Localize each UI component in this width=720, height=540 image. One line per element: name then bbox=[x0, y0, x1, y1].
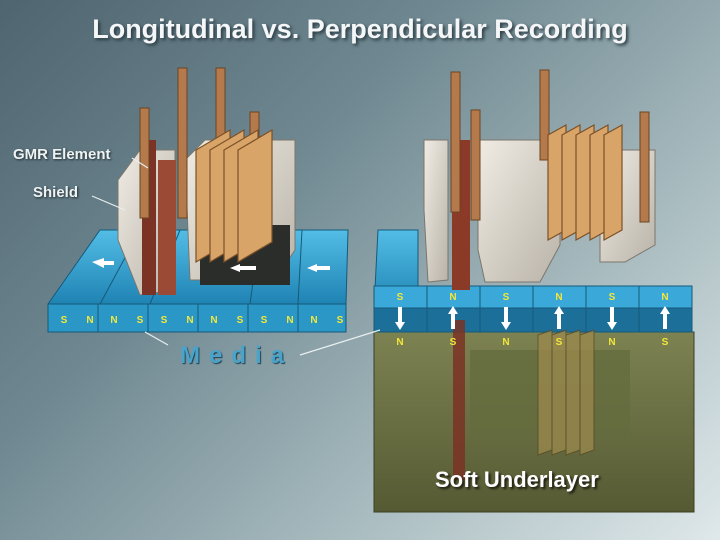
perpendicular-top-pole-0: S bbox=[397, 292, 404, 303]
shield-strip bbox=[158, 160, 176, 295]
magnetization-arrow-down bbox=[607, 307, 617, 330]
perpendicular-bottom-pole-4: N bbox=[608, 337, 615, 348]
page-title: Longitudinal vs. Perpendicular Recording bbox=[92, 14, 628, 44]
longitudinal-magnetization-arrows bbox=[92, 258, 330, 272]
perpendicular-media-dividers bbox=[426, 286, 640, 332]
perpendicular-top-pole-3: N bbox=[555, 292, 562, 303]
magnetization-arrow-up bbox=[554, 306, 564, 329]
magnetization-arrow-up bbox=[448, 306, 458, 329]
perpendicular-coil bbox=[547, 123, 623, 242]
perpendicular-coil-below bbox=[537, 329, 595, 456]
perpendicular-bottom-pole-3: S bbox=[556, 337, 563, 348]
label-leader-lines bbox=[91, 157, 381, 356]
longitudinal-pole-8: S bbox=[261, 315, 268, 326]
perpendicular-top-pole-5: N bbox=[661, 292, 668, 303]
longitudinal-pole-6: N bbox=[210, 315, 217, 326]
longitudinal-pole-9: N bbox=[286, 315, 293, 326]
perpendicular-top-pole-4: S bbox=[609, 292, 616, 303]
shield-label: Shield bbox=[33, 184, 79, 201]
perpendicular-top-pole-1: N bbox=[449, 292, 456, 303]
magnetization-arrow-up bbox=[660, 306, 670, 329]
perpendicular-top-pole-2: S bbox=[503, 292, 510, 303]
perpendicular-bottom-pole-0: N bbox=[396, 337, 403, 348]
longitudinal-coil bbox=[195, 128, 273, 264]
soft-underlayer-label: Soft Underlayer bbox=[435, 467, 599, 492]
longitudinal-pole-4: S bbox=[161, 315, 168, 326]
magnetization-arrow-down bbox=[501, 307, 511, 330]
perpendicular-bottom-pole-2: N bbox=[502, 337, 509, 348]
perpendicular-assembly: S N N S S N N S S N N S bbox=[373, 69, 695, 513]
longitudinal-pole-11: S bbox=[337, 315, 344, 326]
longitudinal-pole-0: S bbox=[61, 315, 68, 326]
longitudinal-pole-1: N bbox=[86, 315, 93, 326]
perpendicular-bottom-pole-1: S bbox=[450, 337, 457, 348]
media-label: Media bbox=[180, 342, 294, 369]
longitudinal-pole-5: N bbox=[186, 315, 193, 326]
longitudinal-pole-7: S bbox=[237, 315, 244, 326]
perpendicular-shield-block bbox=[423, 139, 449, 283]
longitudinal-pole-2: N bbox=[110, 315, 117, 326]
longitudinal-pole-3: S bbox=[137, 315, 144, 326]
perpendicular-pole-extension bbox=[453, 320, 465, 480]
magnetization-arrow-down bbox=[395, 307, 405, 330]
perpendicular-bottom-pole-5: S bbox=[662, 337, 669, 348]
gmr-element-label: GMR Element bbox=[13, 146, 111, 163]
perpendicular-bits: S N N S S N N S S N N S bbox=[395, 292, 670, 348]
perpendicular-posts bbox=[450, 69, 650, 223]
longitudinal-pole-10: N bbox=[310, 315, 317, 326]
